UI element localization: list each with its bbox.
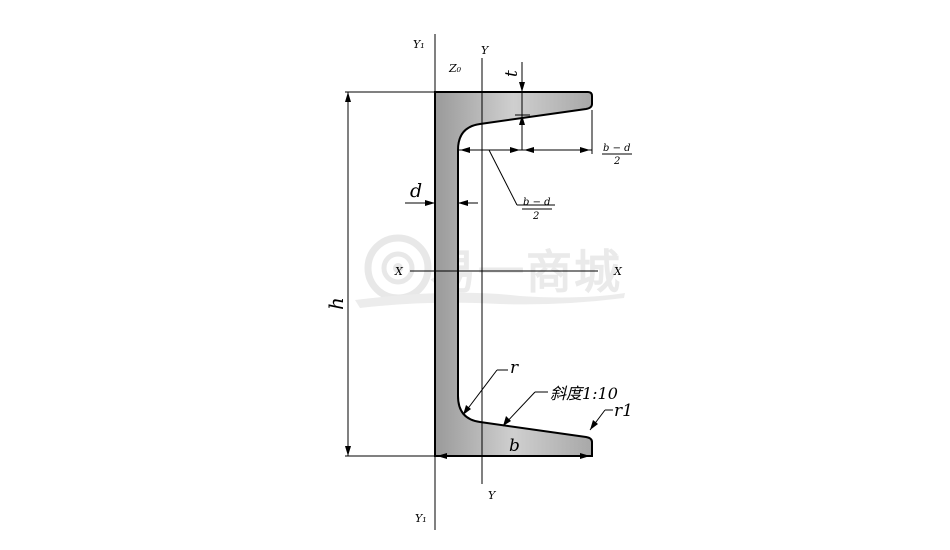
y-top-label: Y [481,44,490,57]
z0-label: Z₀ [448,62,462,75]
d-label: d [410,180,422,202]
y1-bottom-label: Y₁ [415,512,427,525]
bd2-right-fraction: b − d 2 [602,143,632,167]
b-label: b [509,436,520,456]
bd2-dimension [458,110,593,154]
slope-callout: 斜度1:10 [502,384,618,427]
h-label: h [324,297,348,310]
b-dimension: b [435,436,592,459]
watermark: 易一商城 [355,234,625,308]
slope-label: 斜度1:10 [550,384,618,403]
bd2-right-numerator: b − d [603,143,631,154]
bd2-center-callout: b − d 2 [488,149,555,222]
r1-label: r1 [614,401,633,421]
bd2-right-denominator: 2 [613,156,620,167]
r-callout: r [462,358,519,416]
x-right-label: X [613,265,623,278]
bd2-center-numerator: b − d [523,197,551,208]
y1-top-label: Y₁ [413,38,425,51]
x-left-label: X [394,265,404,278]
d-dimension: d [405,180,478,206]
t-label: t [502,70,522,77]
bd2-center-denominator: 2 [532,211,539,222]
t-dimension: t [502,62,530,150]
h-dimension: h [324,91,435,457]
watermark-text: 易一商城 [430,245,622,299]
r1-callout: r1 [589,401,633,431]
r-label: r [510,358,519,378]
y-bottom-label: Y [488,489,497,502]
channel-section-shape [434,91,593,457]
watermark-brush [355,292,625,308]
